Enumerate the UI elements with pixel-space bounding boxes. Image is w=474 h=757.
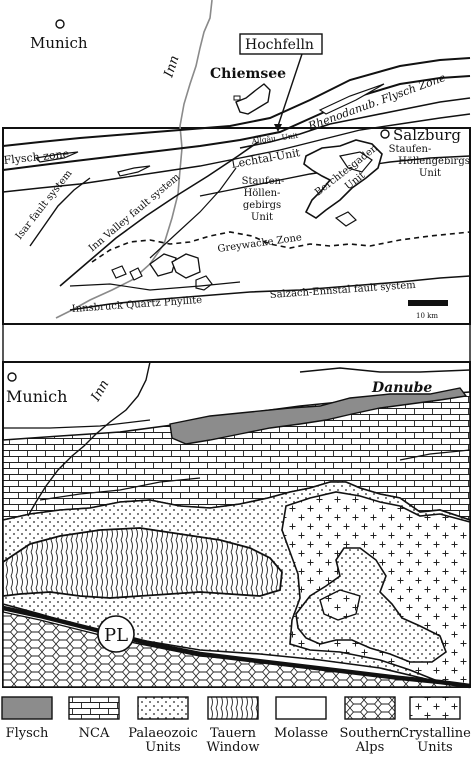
svg-text:Unit: Unit [419,168,441,179]
legend-label-southern: Alps [355,740,385,755]
bottom-geologic-map: Munich Inn Danube PL [2,361,471,689]
pl-marker [97,615,135,653]
unit-small-label: Unit [281,131,299,142]
salzburg-outcrop [334,211,357,227]
legend-swatch-molasse [275,696,327,720]
nca-inner-boundary-2 [399,449,471,461]
hochfelln-pointer [277,53,303,127]
flysch-sliver-2 [117,165,151,177]
hochfelln-label: Hochfelln [245,37,314,53]
legend-label-molasse: Molasse [274,726,328,741]
tauern-window [2,527,283,599]
staufen-east-label: Staufen- Höllengebirgs Unit [389,144,470,179]
svg-text:Höllen-: Höllen- [244,188,281,199]
chiemsee-islet [233,95,241,101]
berchtesgaden-inner [339,151,373,173]
munich-city-marker [55,19,65,29]
allgau-unit-boundary [239,97,471,149]
palaeozoic-inlier [295,547,447,663]
inn-river-label-top: Inn [161,54,182,80]
legend-label-flysch: Flysch [6,726,49,741]
top-overview-map: Munich Salzburg Inn Chiemsee Hochfelln R… [2,0,471,325]
legend-label-tauern: Tauern [210,726,257,741]
crystalline-island [319,589,361,621]
legend-label-nca: NCA [79,726,110,741]
svg-text:Unit: Unit [251,212,273,223]
legend-label-southern: Southern [340,726,402,741]
legend-swatch-nca [68,696,120,720]
southern-boundary-top [69,281,241,291]
inn-river-bottom [27,361,151,517]
svg-text:Staufen-: Staufen- [389,144,432,155]
scale-bar [408,300,448,306]
danube-label: Danube [371,380,432,396]
chiemsee-label: Chiemsee [210,66,286,82]
salzburg-city-marker [380,129,390,139]
svg-text:gebirgs: gebirgs [243,200,281,211]
legend-swatch-crystalline [409,696,461,720]
secondary-fault [149,167,237,259]
greywacke-lens-4 [129,267,143,281]
svg-text:Staufen-: Staufen- [242,176,285,187]
rhenodanub-flysch-label: Rhenodanub. Flysch Zone [306,71,448,133]
periadriatic-line [2,605,471,689]
molasse-boundary [3,419,151,429]
allgau-label: Allgäu [250,134,276,146]
flysch-south-boundary [2,75,471,171]
salzach-ennstal-fault [69,275,471,311]
hochfelln-arrowhead [274,124,282,132]
pl-label: PL [104,625,128,646]
salzburg-label: Salzburg [393,126,461,144]
flysch-sliver-1 [34,151,79,163]
nca-inner-boundary [39,477,201,501]
legend-label-paleo: Units [145,740,180,755]
danube-river [299,367,471,373]
legend-label-tauern: Window [207,740,260,755]
munich-label-bottom: Munich [6,387,67,406]
staufen-mid-label: Staufen- Höllen- gebirgs Unit [242,176,285,223]
legend-swatch-flysch [1,696,53,720]
scale-bar-label: 10 km [416,312,438,320]
chiemsee-lake [235,83,271,115]
flysch-zone-bottom [169,387,468,445]
legend-label-crystalline: Units [417,740,452,755]
legend-swatch-paleo [137,696,189,720]
legend-swatch-southern [344,696,396,720]
hochfelln-callout-box [239,33,323,55]
flysch-north-boundary [2,57,471,147]
lechtal-boundary [2,113,471,193]
flysch-sliver-3 [318,83,385,115]
legend-swatch-tauern [207,696,259,720]
greywacke-lens-3 [111,265,127,279]
legend-label-paleo: Palaeozoic [128,726,197,741]
inn-valley-fault [59,141,259,287]
svg-text:Höllengebirgs: Höllengebirgs [398,156,470,167]
munich-label: Munich [30,34,88,52]
munich-city-marker-bottom [7,372,17,382]
inn-river-top [55,0,213,319]
isar-fault [29,177,91,247]
legend-label-crystalline: Crystalline [399,726,471,741]
greywacke-lens-2 [171,253,201,279]
